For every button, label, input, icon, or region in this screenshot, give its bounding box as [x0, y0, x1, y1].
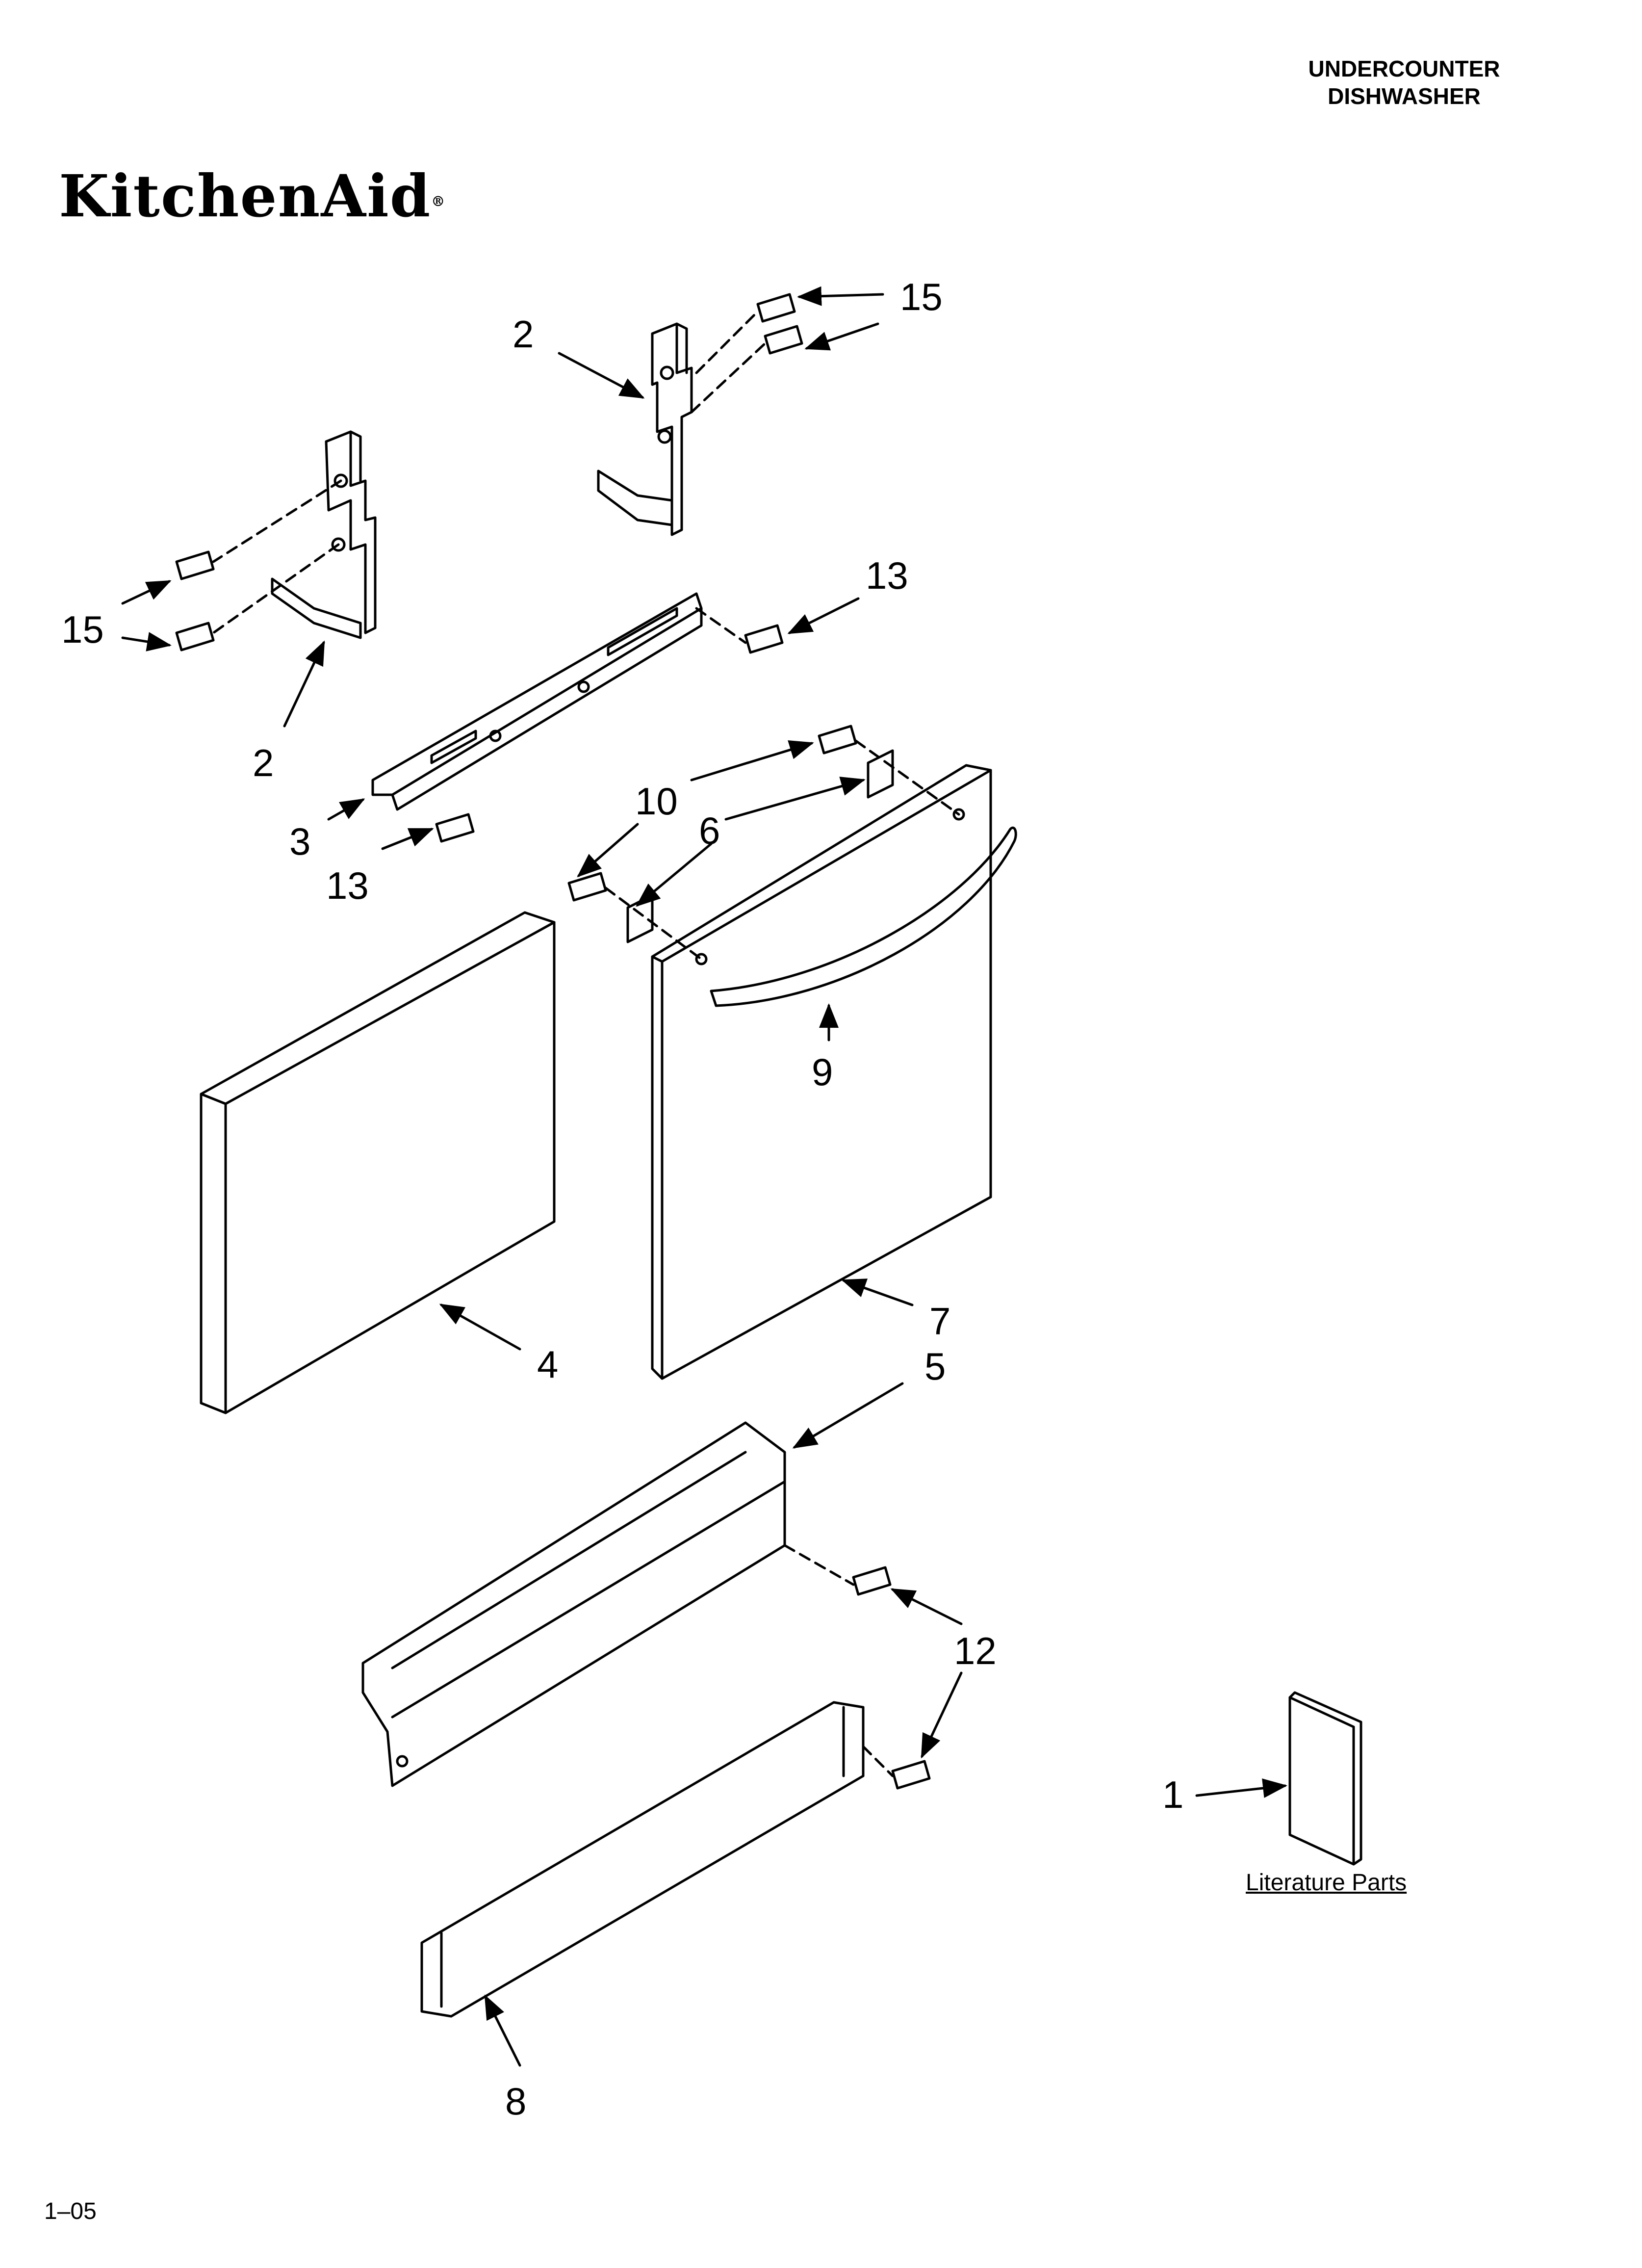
- logo-text: KitchenAid: [59, 162, 432, 230]
- callout-6: 6: [699, 809, 720, 852]
- callout-8: 8: [505, 2080, 526, 2123]
- screw-15-mid: [764, 325, 803, 355]
- door-handle: [710, 827, 1017, 1007]
- logo-reg-mark: ®: [431, 193, 446, 209]
- callout-13-left: 13: [326, 864, 369, 907]
- alignment-lines: [212, 310, 960, 1777]
- callout-15-top: 15: [900, 275, 943, 318]
- mounting-rail: [371, 592, 703, 811]
- leader-arrows: [121, 286, 1287, 2067]
- callout-4: 4: [537, 1343, 558, 1386]
- callout-2-top: 2: [513, 313, 534, 356]
- screw-10-left: [567, 872, 607, 902]
- screw-15-left-top: [175, 550, 215, 580]
- callout-12: 12: [954, 1629, 997, 1672]
- page-header: UNDERCOUNTER DISHWASHER: [1232, 55, 1576, 110]
- callout-15-left: 15: [61, 608, 104, 651]
- callout-10: 10: [635, 780, 678, 823]
- screw-12-bottom: [891, 1760, 931, 1790]
- spacer-6-top: [867, 749, 894, 799]
- screw-15-top: [756, 293, 796, 323]
- literature-parts-label: Literature Parts: [1246, 1870, 1407, 1896]
- screw-10-top: [818, 725, 857, 755]
- callout-3: 3: [289, 820, 310, 863]
- screw-13-right: [744, 624, 784, 654]
- footer-code: 1–05: [44, 2198, 97, 2224]
- callout-5: 5: [924, 1345, 946, 1388]
- screw-12-top: [852, 1566, 892, 1596]
- hinge-bracket-left: [271, 430, 377, 639]
- hinge-bracket-right: [597, 322, 693, 536]
- door-panel: [651, 764, 992, 1380]
- callout-1: 1: [1162, 1773, 1183, 1816]
- callout-9: 9: [812, 1050, 833, 1094]
- brand-logo: KitchenAid®: [59, 162, 446, 230]
- header-line-2: DISHWASHER: [1328, 83, 1481, 109]
- side-panel: [200, 911, 556, 1414]
- toe-panel: [361, 1421, 786, 1787]
- callout-2-left: 2: [253, 741, 274, 784]
- header-line-1: UNDERCOUNTER: [1308, 56, 1500, 81]
- screw-13-left: [435, 813, 475, 843]
- screw-15-left-bottom: [175, 622, 215, 652]
- callout-13-right: 13: [866, 554, 908, 597]
- kick-plate: [420, 1701, 865, 2018]
- callout-7: 7: [929, 1300, 950, 1343]
- literature-booklet: [1288, 1691, 1362, 1866]
